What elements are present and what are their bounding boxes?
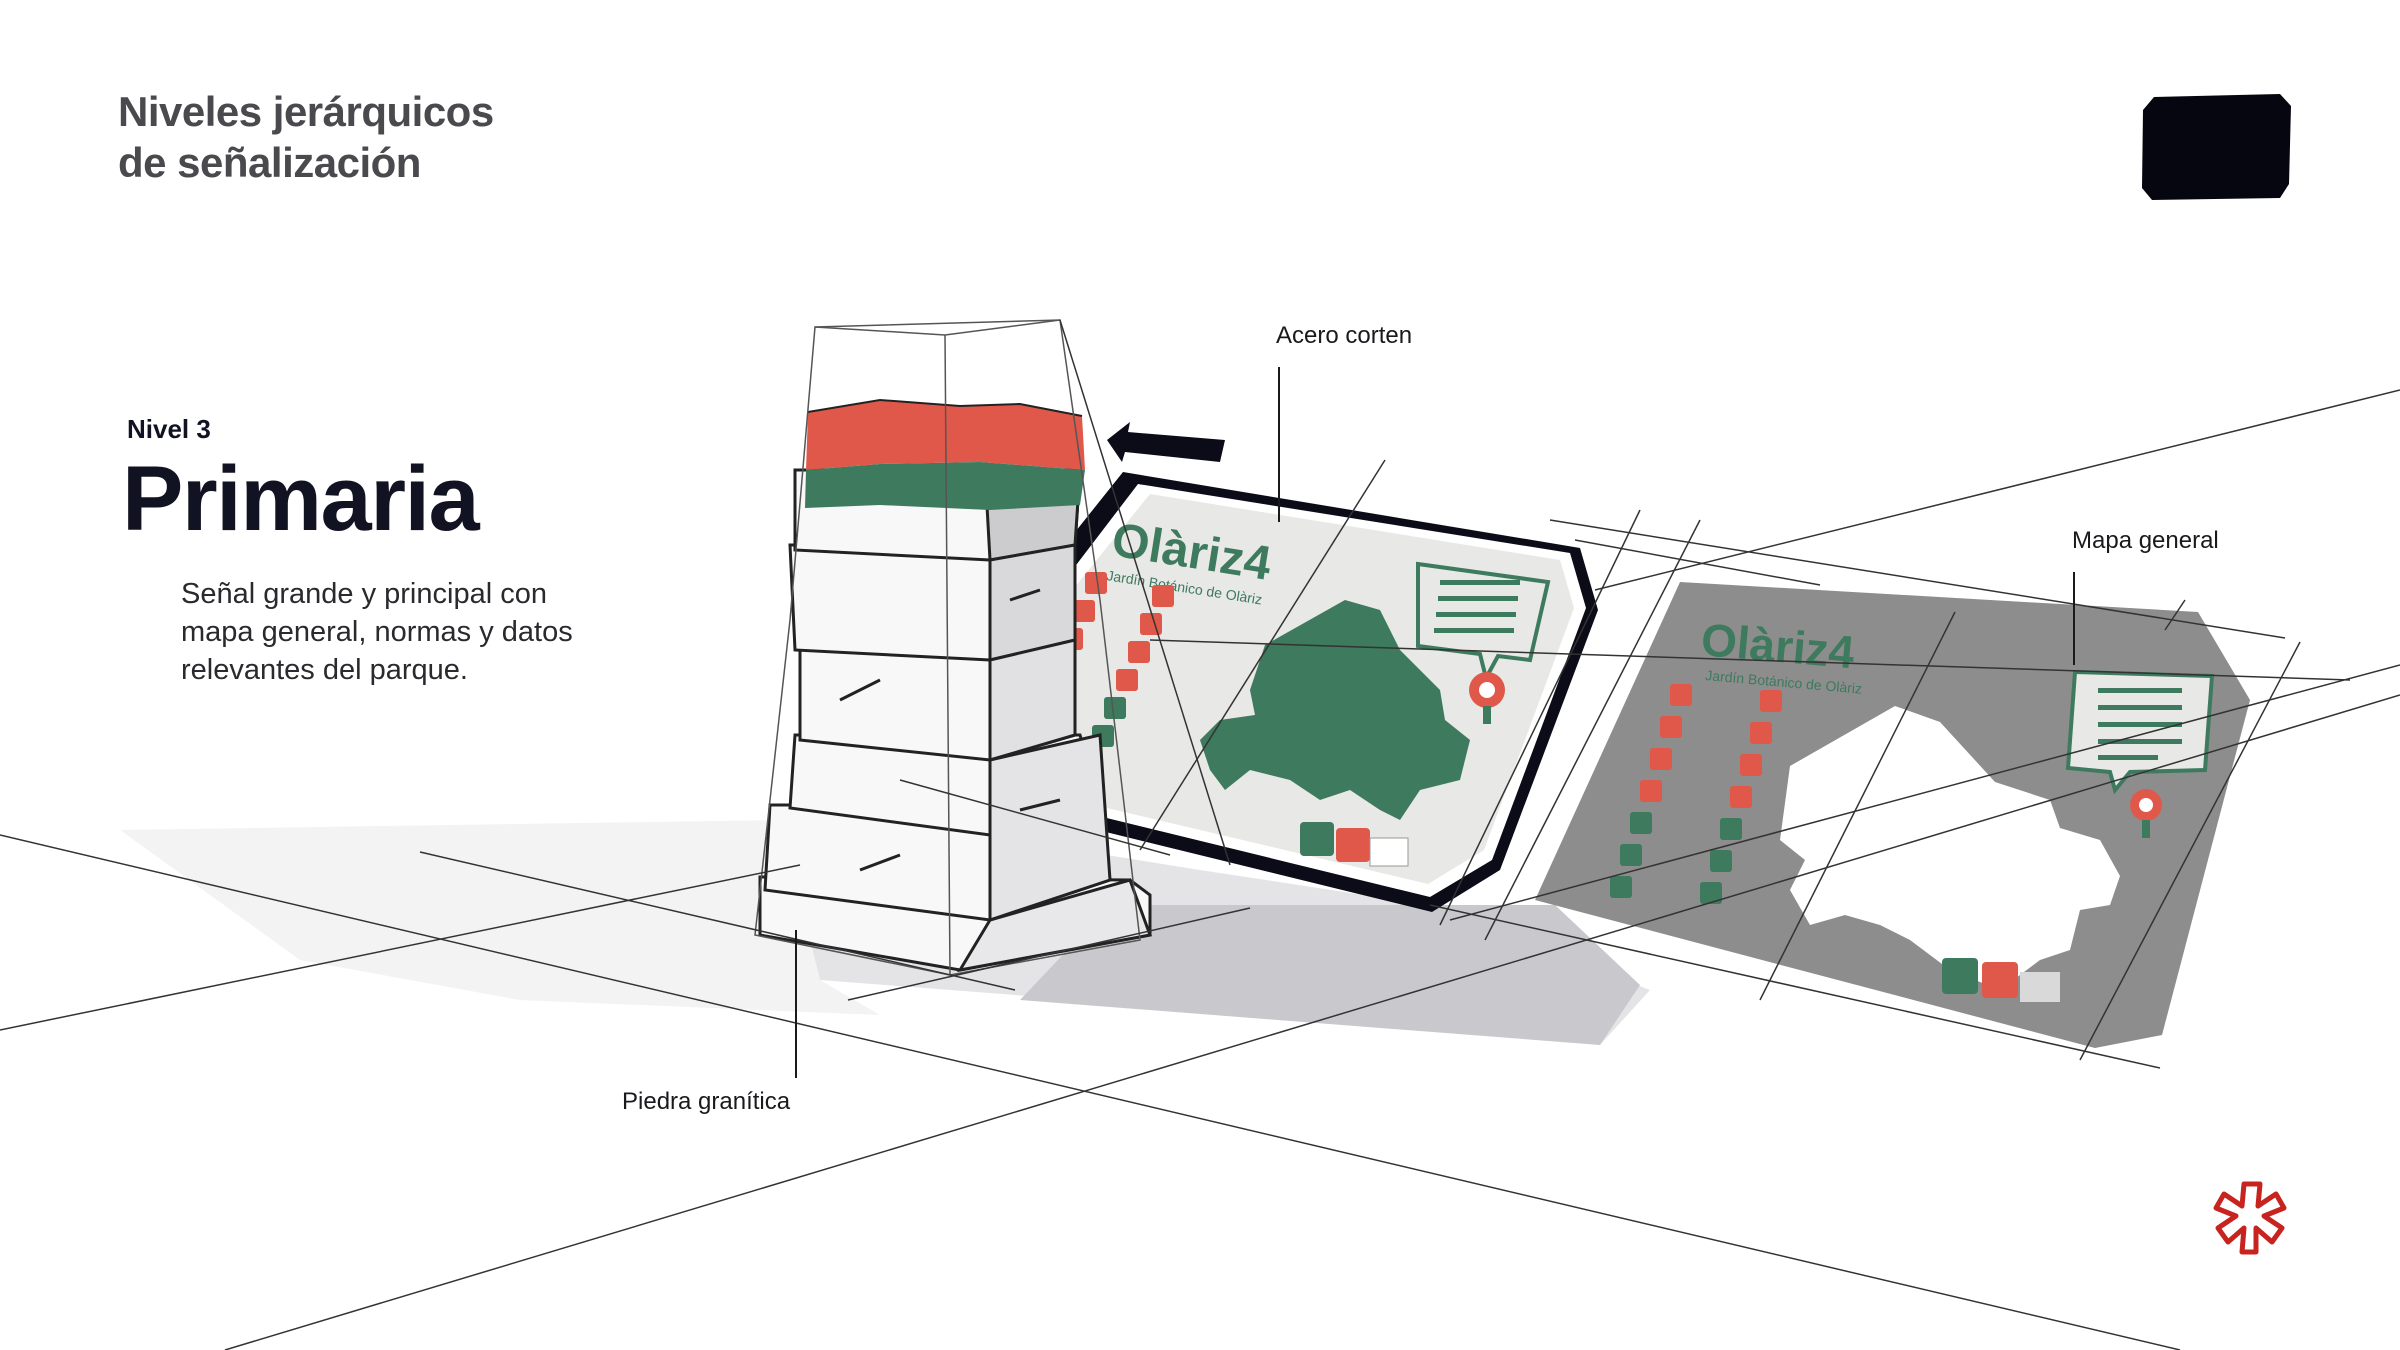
level-label: Nivel 3 — [127, 414, 211, 444]
badge-icon — [2142, 94, 2291, 200]
level-name: Primaria — [122, 448, 480, 550]
arrow-left-icon — [1107, 422, 1225, 462]
page-title-line-1: Niveles jerárquicos — [118, 88, 494, 135]
callout-granite-stone: Piedra granítica — [622, 1088, 791, 1115]
callout-corten-steel: Acero corten — [1276, 322, 1413, 349]
map-panel: Olàriz4 Jardín Botánico de Olàriz — [1535, 582, 2250, 1048]
stone-pillar — [758, 468, 1153, 973]
perspective-lines — [0, 319, 2400, 1350]
level-description: Señal grande y principal con mapa genera… — [181, 578, 573, 686]
asterisk-flower-icon — [2213, 1181, 2287, 1255]
prism-outline — [754, 319, 1141, 976]
callout-leaders — [795, 367, 2075, 1078]
page-title: Niveles jerárquicos de señalización — [118, 86, 494, 188]
callout-general-map: Mapa general — [2072, 527, 2219, 554]
page-title-line-2: de señalización — [118, 139, 421, 186]
